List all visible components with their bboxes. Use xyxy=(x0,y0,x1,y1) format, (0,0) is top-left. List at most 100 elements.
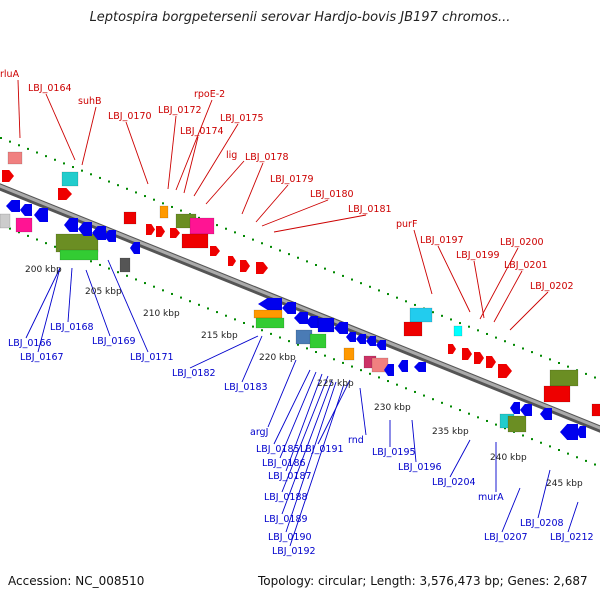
reverse-tick-dot xyxy=(594,463,596,466)
forward-label-leader xyxy=(473,260,485,319)
reverse-tick-dot xyxy=(396,383,398,386)
forward-tick-dot xyxy=(81,169,83,172)
forward-gene-label: LBJ_0181 xyxy=(348,204,392,215)
forward-tick-dot xyxy=(432,311,434,314)
forward-gene-label: rluA xyxy=(0,69,20,80)
label-leader-lines xyxy=(17,79,579,547)
gene-feature xyxy=(119,257,131,273)
reverse-tick-dot xyxy=(9,227,11,230)
forward-gene-label: purF xyxy=(396,219,417,230)
forward-tick-dot xyxy=(180,209,182,212)
forward-label-leader xyxy=(273,214,367,233)
forward-gene-label: LBJ_0164 xyxy=(28,83,72,94)
forward-tick-dot xyxy=(270,245,272,248)
gene-feature xyxy=(334,322,348,334)
reverse-tick-dot xyxy=(576,456,578,459)
gene-feature xyxy=(453,325,463,337)
reverse-gene-label: LBJ_0169 xyxy=(92,336,136,347)
gene-feature xyxy=(486,356,496,368)
reverse-gene-label: LBJ_0168 xyxy=(50,322,94,333)
reverse-tick-dot xyxy=(378,376,380,379)
forward-label-leader xyxy=(479,247,519,320)
reverse-tick-dot xyxy=(99,263,101,266)
forward-tick-dot xyxy=(387,293,389,296)
reverse-tick-dot xyxy=(468,412,470,415)
forward-tick-dot xyxy=(405,300,407,303)
forward-label-leader xyxy=(413,229,433,295)
reverse-tick-dot xyxy=(504,427,506,430)
reverse-label-leader xyxy=(25,267,61,339)
reverse-gene-label: LBJ_0195 xyxy=(372,447,416,458)
reverse-tick-dot xyxy=(477,416,479,419)
gene-feature xyxy=(294,312,308,324)
forward-gene-label: LBJ_0201 xyxy=(504,260,548,271)
reverse-tick-dot xyxy=(486,419,488,422)
forward-tick-dot xyxy=(36,151,38,154)
scale-tick-label: 245 kbp xyxy=(546,479,583,489)
forward-tick-dot xyxy=(441,314,443,317)
forward-tick-dot xyxy=(144,195,146,198)
forward-tick-dot xyxy=(243,234,245,237)
forward-tick-dot xyxy=(324,267,326,270)
forward-tick-dot xyxy=(126,187,128,190)
reverse-tick-dot xyxy=(459,409,461,412)
forward-tick-dot xyxy=(72,166,74,169)
reverse-gene-label: LBJ_0189 xyxy=(264,514,308,525)
reverse-tick-dot xyxy=(387,380,389,383)
reverse-gene-label: LBJ_0192 xyxy=(272,546,316,557)
gene-feature xyxy=(507,415,527,433)
reverse-tick-dot xyxy=(171,292,173,295)
forward-label-leader xyxy=(509,291,549,331)
reverse-gene-label: rnd xyxy=(348,435,364,446)
forward-gene-label: LBJ_0200 xyxy=(500,237,544,248)
reverse-tick-dot xyxy=(288,340,290,343)
forward-label-leader xyxy=(437,245,471,313)
forward-label-leader xyxy=(125,121,149,185)
reverse-tick-dot xyxy=(144,282,146,285)
forward-gene-label: LBJ_0180 xyxy=(310,189,354,200)
scale-tick-label: 230 kbp xyxy=(374,403,411,413)
forward-tick-dot xyxy=(450,318,452,321)
gene-feature xyxy=(576,426,586,438)
reverse-tick-dot xyxy=(180,296,182,299)
reverse-tick-dot xyxy=(252,325,254,328)
gene-feature xyxy=(409,307,433,323)
reverse-tick-dot xyxy=(234,318,236,321)
gene-feature xyxy=(34,208,48,222)
reverse-tick-dot xyxy=(567,452,569,455)
forward-tick-dot xyxy=(468,325,470,328)
reverse-gene-label: LBJ_0171 xyxy=(130,352,174,363)
forward-tick-dot xyxy=(108,180,110,183)
forward-tick-dot xyxy=(135,191,137,194)
reverse-label-leader xyxy=(359,387,367,436)
reverse-tick-dot xyxy=(189,300,191,303)
gene-feature xyxy=(560,424,578,440)
reverse-tick-dot xyxy=(90,260,92,263)
forward-tick-dot xyxy=(315,264,317,267)
forward-label-leader xyxy=(81,106,97,166)
forward-gene-label: lig xyxy=(226,150,237,161)
reverse-tick-dot xyxy=(207,307,209,310)
reverse-label-leader xyxy=(273,369,311,445)
reverse-gene-label: LBJ_0207 xyxy=(484,532,528,543)
gene-feature xyxy=(398,360,408,372)
forward-gene-label: LBJ_0174 xyxy=(180,126,224,137)
gene-feature xyxy=(123,211,137,225)
reverse-tick-dot xyxy=(162,289,164,292)
reverse-tick-dot xyxy=(297,343,299,346)
reverse-gene-label: LBJ_0166 xyxy=(8,338,52,349)
scale-tick-label: 210 kbp xyxy=(143,309,180,319)
forward-tick-dot xyxy=(531,351,533,354)
reverse-tick-dot xyxy=(342,361,344,364)
reverse-tick-dot xyxy=(54,245,56,248)
gene-feature xyxy=(376,340,386,350)
gene-feature xyxy=(7,151,23,165)
gene-feature xyxy=(228,256,236,266)
gene-feature xyxy=(170,228,180,238)
forward-tick-dot xyxy=(351,278,353,281)
reverse-gene-label: argJ xyxy=(250,427,268,438)
forward-tick-dot xyxy=(288,253,290,256)
gene-feature xyxy=(156,226,165,237)
forward-tick-dot xyxy=(9,140,11,143)
